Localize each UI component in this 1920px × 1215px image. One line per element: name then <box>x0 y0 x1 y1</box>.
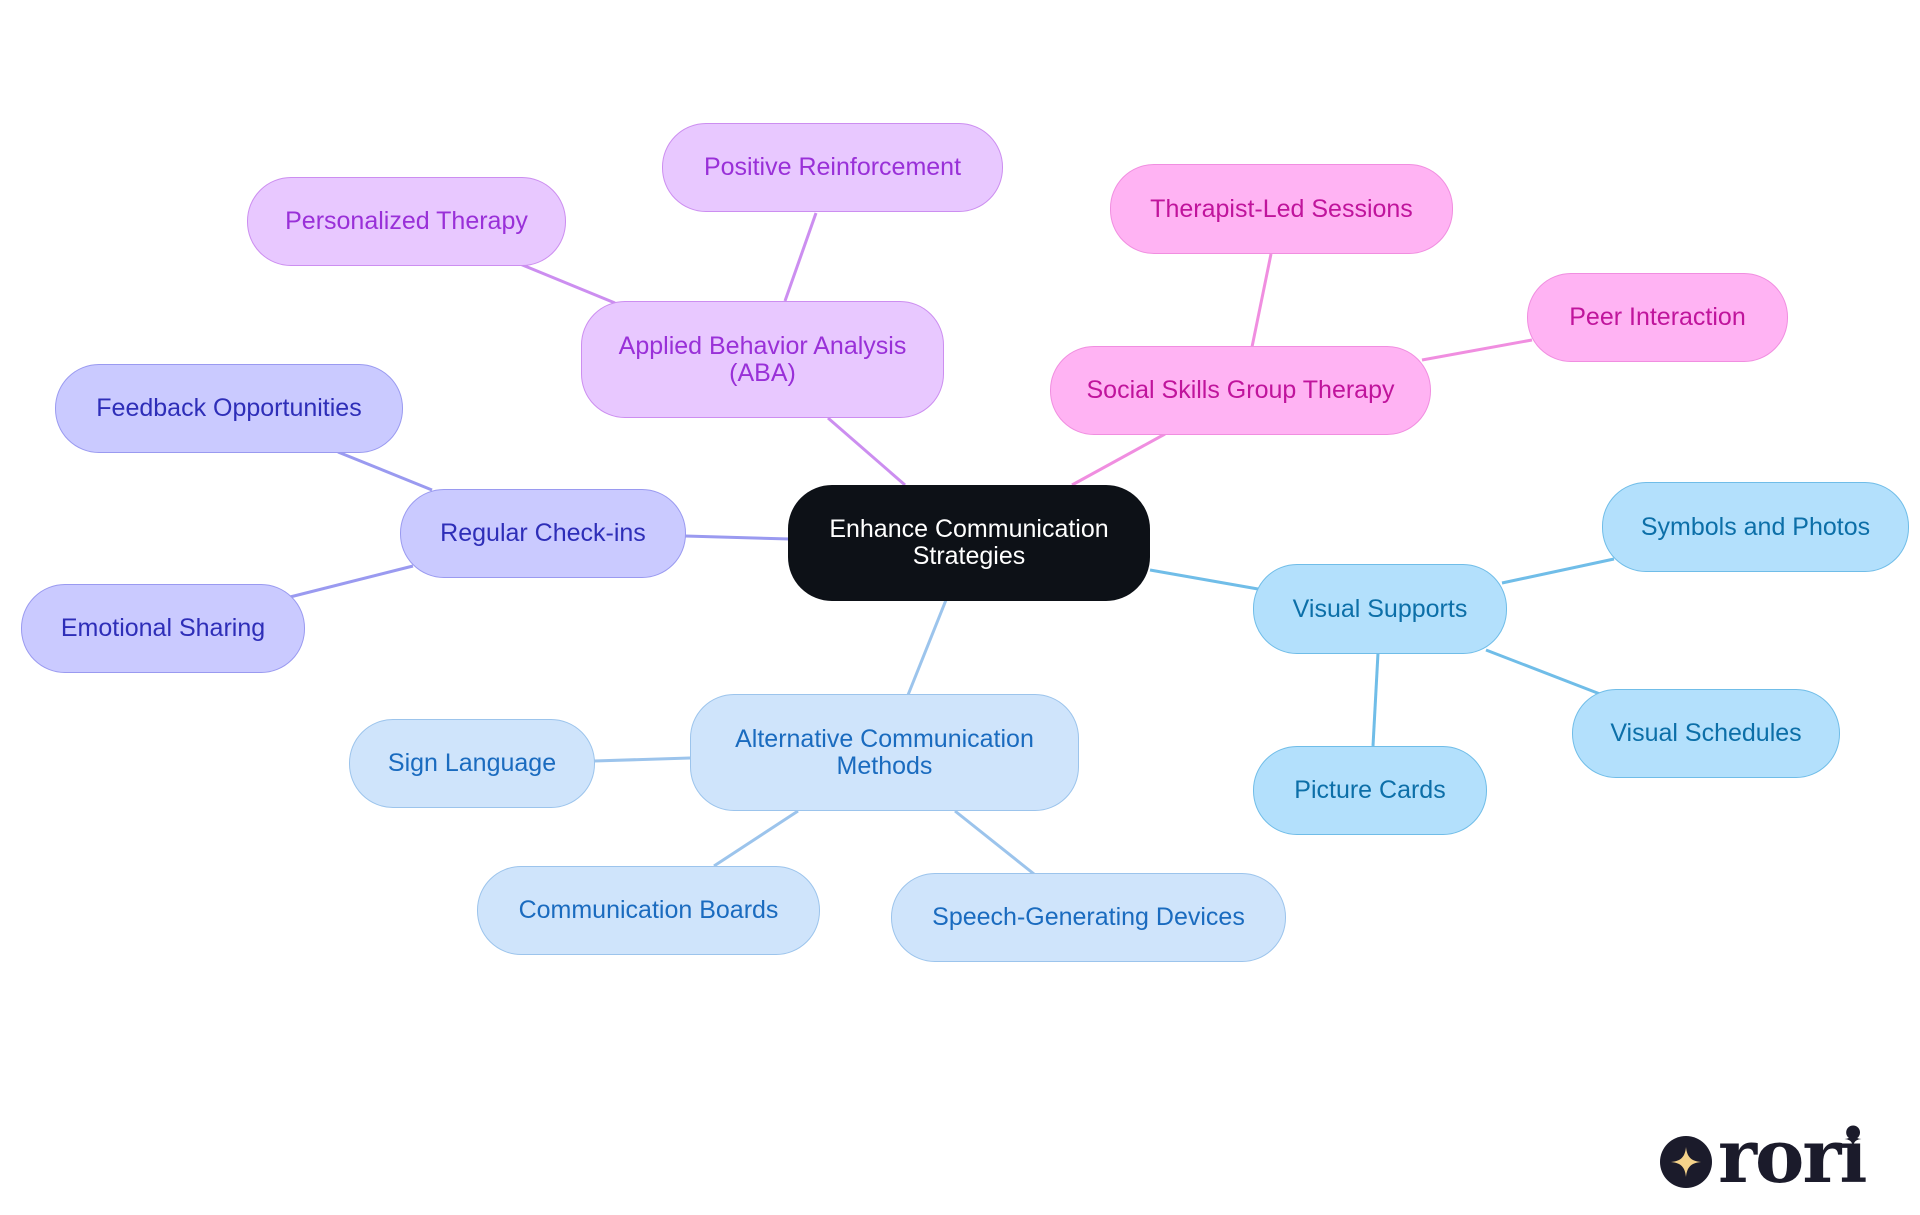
edge-alt-sgd <box>954 809 1035 876</box>
edge-alt-boards <box>713 809 799 868</box>
node-picture-cards[interactable]: Picture Cards <box>1253 746 1487 835</box>
node-applied-behavior-analysis[interactable]: Applied Behavior Analysis (ABA) <box>581 301 944 418</box>
node-peer-interaction[interactable]: Peer Interaction <box>1527 273 1788 362</box>
edge-root-aba <box>827 416 906 487</box>
node-feedback-opportunities[interactable]: Feedback Opportunities <box>55 364 403 453</box>
root-node[interactable]: Enhance Communication Strategies <box>788 485 1150 601</box>
edge-visual-symbols <box>1501 557 1615 585</box>
node-visual-supports[interactable]: Visual Supports <box>1253 564 1507 654</box>
rori-logo: rori <box>1660 1114 1867 1200</box>
node-alternative-communication-methods[interactable]: Alternative Communication Methods <box>690 694 1079 811</box>
sparkle-icon <box>1671 1147 1701 1177</box>
node-emotional-sharing[interactable]: Emotional Sharing <box>21 584 305 673</box>
edge-checkins-feedback <box>337 450 433 492</box>
node-social-skills-group-therapy[interactable]: Social Skills Group Therapy <box>1050 346 1431 435</box>
edge-social-therapist <box>1250 253 1273 348</box>
edge-checkins-emotional <box>289 564 414 599</box>
node-visual-schedules[interactable]: Visual Schedules <box>1572 689 1840 778</box>
logo-star-icon <box>1844 1130 1862 1148</box>
edge-root-visual <box>1149 568 1259 591</box>
node-regular-check-ins[interactable]: Regular Check-ins <box>400 489 686 578</box>
logo-badge <box>1660 1136 1712 1188</box>
edge-visual-cards <box>1371 652 1380 747</box>
node-sign-language[interactable]: Sign Language <box>349 719 595 808</box>
node-communication-boards[interactable]: Communication Boards <box>477 866 820 955</box>
node-speech-generating-devices[interactable]: Speech-Generating Devices <box>891 873 1286 962</box>
edge-alt-sign <box>593 756 691 763</box>
node-symbols-and-photos[interactable]: Symbols and Photos <box>1602 482 1909 572</box>
node-personalized-therapy[interactable]: Personalized Therapy <box>247 177 566 266</box>
edge-visual-schedules <box>1485 648 1601 696</box>
edge-aba-positive <box>783 212 818 302</box>
edge-social-peer <box>1421 338 1533 362</box>
edge-root-social <box>1071 432 1166 487</box>
node-positive-reinforcement[interactable]: Positive Reinforcement <box>662 123 1003 212</box>
edge-aba-personalized <box>519 262 616 305</box>
edge-root-checkins <box>684 534 791 541</box>
edge-root-alt <box>906 599 948 696</box>
logo-wordmark: rori <box>1718 1114 1867 1200</box>
node-therapist-led-sessions[interactable]: Therapist-Led Sessions <box>1110 164 1453 254</box>
